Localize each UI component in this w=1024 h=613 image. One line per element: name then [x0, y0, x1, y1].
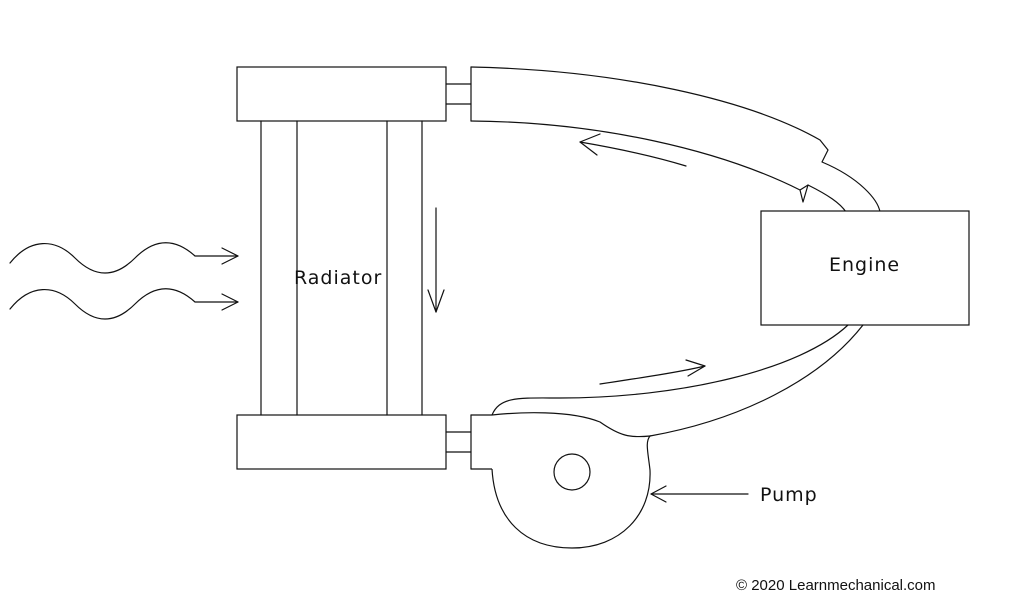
- upper-hose: [470, 66, 881, 213]
- upper-hose-connector: [445, 66, 472, 122]
- radiator-bottom-tank: [236, 414, 447, 470]
- flow-arrow-lower: [599, 359, 706, 385]
- radiator-top-tank: [236, 66, 447, 122]
- pump: [491, 412, 652, 549]
- flow-arrow-upper: [579, 133, 687, 167]
- pump-impeller: [553, 453, 591, 491]
- engine-label: Engine: [829, 254, 900, 276]
- lower-hose: [491, 324, 864, 437]
- radiator: Radiator: [236, 66, 447, 470]
- lower-hose-connector: [445, 414, 493, 470]
- copyright-text: © 2020 Learnmechanical.com: [736, 577, 936, 594]
- flow-arrow-down: [427, 207, 445, 313]
- radiator-label: Radiator: [294, 267, 382, 289]
- airflow-arrows: [9, 242, 239, 320]
- airflow-wave-bottom: [9, 288, 239, 320]
- pump-pointer: Pump: [650, 484, 818, 506]
- engine: Engine: [760, 210, 970, 326]
- engine-block: [760, 210, 970, 326]
- pump-label: Pump: [760, 484, 818, 506]
- airflow-wave-top: [9, 242, 239, 274]
- airflow-arrowhead-top: [221, 247, 239, 265]
- airflow-arrowhead-bottom: [221, 293, 239, 311]
